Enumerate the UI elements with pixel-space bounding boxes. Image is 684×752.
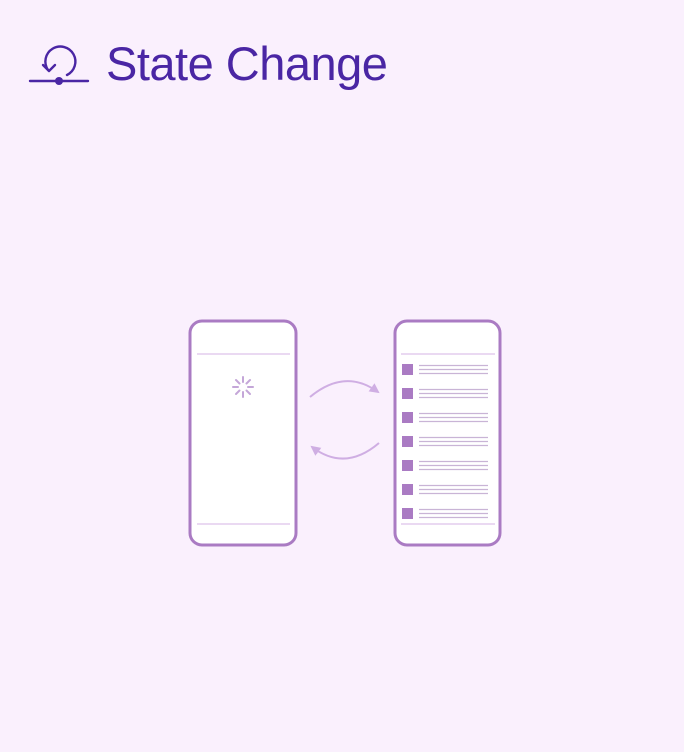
- loaded-list-phone: [393, 319, 502, 547]
- loading-screen-phone: [188, 319, 298, 547]
- list-item: [402, 388, 488, 399]
- list-items: [402, 364, 488, 519]
- loading-spinner-icon: [232, 376, 254, 398]
- list-item: [402, 364, 488, 375]
- list-item-thumbnail: [402, 508, 413, 519]
- arrow-right-icon: [309, 380, 380, 398]
- header: State Change: [28, 36, 388, 92]
- list-item: [402, 460, 488, 471]
- list-item: [402, 412, 488, 423]
- list-item-thumbnail: [402, 484, 413, 495]
- list-item: [402, 436, 488, 447]
- list-item-thumbnail: [402, 364, 413, 375]
- list-item-thumbnail: [402, 388, 413, 399]
- list-item: [402, 508, 488, 519]
- page-title: State Change: [106, 37, 388, 90]
- list-item-thumbnail: [402, 436, 413, 447]
- state-change-loop-icon: [28, 45, 90, 85]
- list-item: [402, 484, 488, 495]
- list-item-thumbnail: [402, 412, 413, 423]
- list-item-thumbnail: [402, 460, 413, 471]
- arrow-left-icon: [310, 442, 380, 460]
